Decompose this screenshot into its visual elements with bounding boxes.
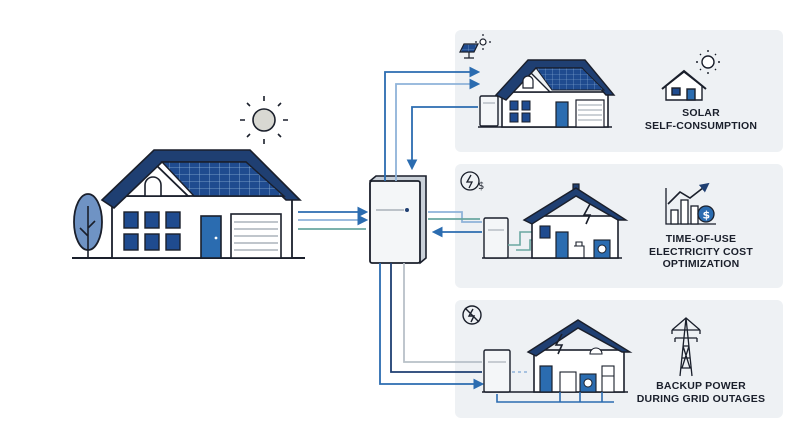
flow-lines bbox=[379, 66, 485, 390]
caption-tou: TIME-OF-USE ELECTRICITY COST OPTIMIZATIO… bbox=[626, 233, 776, 271]
solar-house bbox=[478, 59, 616, 128]
svg-text:$: $ bbox=[703, 209, 711, 222]
tree-icon bbox=[73, 193, 103, 258]
home-battery-unit bbox=[368, 175, 427, 265]
caption-backup-line-1: BACKUP POWER bbox=[656, 380, 746, 392]
caption-backup: BACKUP POWER DURING GRID OUTAGES bbox=[626, 380, 776, 405]
svg-text:$: $ bbox=[478, 181, 484, 192]
caption-tou-line-1: TIME-OF-USE bbox=[665, 233, 737, 245]
no-grid-power-icon bbox=[462, 305, 482, 325]
solar-panel-sun-icon bbox=[459, 34, 491, 59]
caption-tou-line-2: ELECTRICITY COST bbox=[649, 245, 753, 258]
caption-backup-line-2: DURING GRID OUTAGES bbox=[636, 392, 766, 405]
backup-house bbox=[482, 319, 633, 403]
caption-solar: SOLAR SELF-CONSUMPTION bbox=[626, 107, 776, 132]
house-sun-icon bbox=[661, 50, 720, 101]
main-house bbox=[72, 149, 305, 259]
tou-house bbox=[482, 183, 629, 259]
bar-chart-dollar-icon: $ bbox=[665, 182, 716, 225]
lightning-dollar-icon: $ bbox=[460, 171, 484, 192]
caption-tou-line-3: OPTIMIZATION bbox=[662, 258, 740, 270]
sun-icon bbox=[240, 96, 288, 144]
house-to-battery-arrows bbox=[298, 206, 369, 230]
caption-solar-line-2: SELF-CONSUMPTION bbox=[644, 119, 758, 132]
transmission-tower-icon bbox=[671, 317, 701, 377]
caption-solar-line-1: SOLAR bbox=[682, 107, 720, 119]
